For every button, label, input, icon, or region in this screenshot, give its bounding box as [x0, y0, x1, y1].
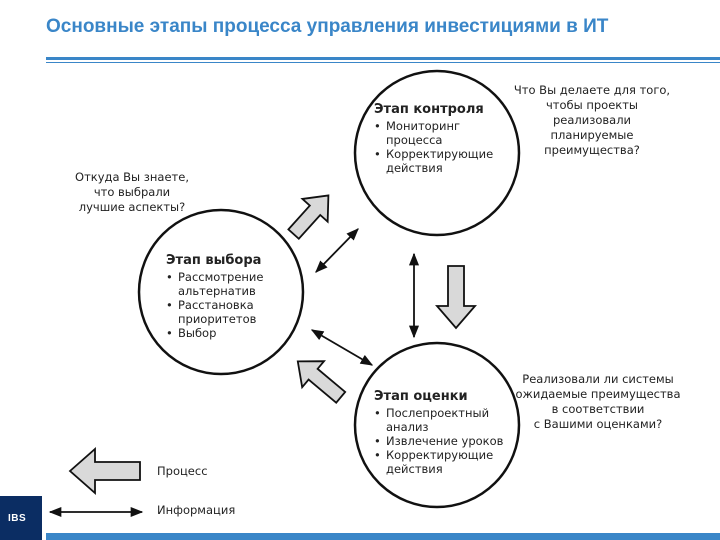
selection-question: Откуда Вы знаете, что выбрали лучшие асп…: [62, 170, 202, 215]
question-line: ожидаемые преимущества: [515, 387, 681, 401]
title-rule-thin: [46, 62, 720, 63]
question-line: чтобы проекты: [545, 98, 638, 112]
evaluation-stage-item: Извлечение уроков: [374, 434, 503, 448]
title-rule: [46, 57, 720, 60]
question-line: с Вашими оценками?: [533, 417, 663, 431]
question-line: Реализовали ли системы: [522, 372, 674, 386]
ibs-logo: IBS: [0, 496, 42, 540]
control-question: Что Вы делаете для того, чтобы проекты р…: [512, 83, 672, 158]
question-line: планируемые: [550, 128, 634, 142]
selection-stage-item: Расстановка приоритетов: [166, 298, 263, 326]
question-line: Откуда Вы знаете,: [75, 170, 189, 184]
selection-stage-item: Рассмотрение альтернатив: [166, 270, 263, 298]
legend-process-arrow-icon: [68, 447, 141, 495]
selection-stage: Этап выбора Рассмотрение альтернатив Рас…: [166, 253, 263, 341]
control-stage-item: Мониторинг процесса: [374, 119, 493, 147]
selection-stage-item: Выбор: [166, 326, 263, 340]
control-stage-title: Этап контроля: [374, 102, 484, 117]
footer-bar: [46, 533, 720, 540]
legend-process-label: Процесс: [157, 464, 208, 478]
evaluation-stage-item: Послепроектный анализ: [374, 406, 503, 434]
selection-stage-title: Этап выбора: [166, 253, 262, 268]
evaluation-stage-title: Этап оценки: [374, 389, 468, 404]
question-line: что выбрали: [93, 185, 171, 199]
process-arrow-control-to-evaluation: [435, 265, 477, 330]
process-arrow-evaluation-to-selection: [296, 360, 347, 404]
question-line: в соответствии: [551, 402, 645, 416]
question-line: преимущества?: [544, 143, 640, 157]
evaluation-question: Реализовали ли системы ожидаемые преимущ…: [514, 372, 682, 432]
process-arrow-selection-to-control: [287, 194, 330, 241]
page-title: Основные этапы процесса управления инвес…: [46, 16, 609, 37]
question-line: реализовали: [552, 113, 632, 127]
control-stage: Этап контроля Мониторинг процесса Коррек…: [374, 102, 493, 176]
control-stage-item: Корректирующие действия: [374, 147, 493, 175]
legend-information-label: Информация: [157, 503, 236, 517]
question-line: лучшие аспекты?: [78, 200, 186, 214]
information-arrow-selection-control: [315, 228, 359, 273]
evaluation-stage-item: Корректирующие действия: [374, 448, 503, 476]
ibs-logo-text: IBS: [8, 513, 27, 524]
information-arrow-selection-evaluation: [310, 329, 374, 366]
question-line: Что Вы делаете для того,: [513, 83, 671, 97]
evaluation-stage: Этап оценки Послепроектный анализ Извлеч…: [374, 389, 503, 477]
